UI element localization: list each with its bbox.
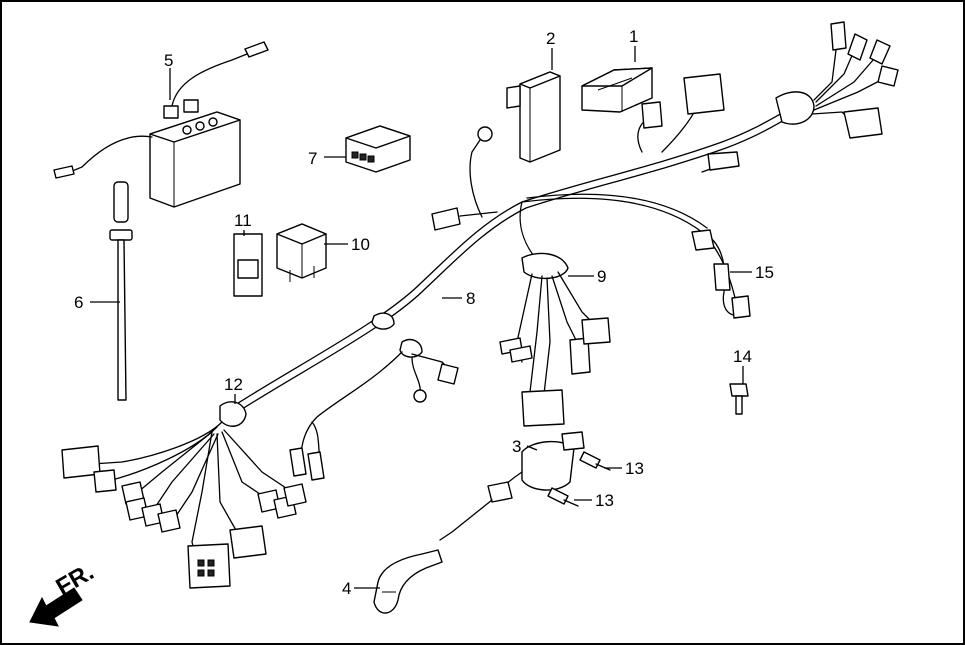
callout-11: 11 — [234, 211, 252, 230]
front-direction-marker: FR. — [29, 558, 99, 627]
callout-2: 2 — [546, 29, 555, 48]
relay — [276, 223, 327, 282]
callout-4: 4 — [342, 579, 351, 598]
callout-15: 15 — [755, 263, 774, 282]
callout-14: 14 — [733, 347, 752, 366]
callout-8: 8 — [466, 289, 475, 308]
callout-1: 1 — [629, 27, 638, 46]
front-label: FR. — [52, 558, 99, 601]
main-wire-harness — [61, 21, 899, 589]
callout-9: 9 — [597, 267, 606, 286]
callout-6: 6 — [74, 293, 83, 312]
flasher-holder — [581, 67, 653, 113]
spark-plug-cap — [373, 549, 443, 614]
bolt — [729, 383, 749, 415]
callout-12: 12 — [224, 375, 243, 394]
screws — [547, 451, 611, 507]
callout-13-lower: 13 — [595, 491, 614, 510]
ignition-coil — [439, 431, 585, 541]
callout-10: 10 — [351, 235, 370, 254]
leader-lines — [90, 46, 752, 589]
regulator-rectifier — [345, 125, 411, 173]
callout-13-upper: 13 — [625, 459, 644, 478]
wire-rod — [109, 181, 133, 401]
cdi-unit — [506, 71, 561, 163]
callout-5: 5 — [164, 51, 173, 70]
callout-7: 7 — [308, 149, 317, 168]
front-arrow-icon — [29, 587, 83, 627]
callout-labels: 1 2 3 4 5 6 7 8 9 10 11 12 13 13 14 15 — [74, 27, 774, 598]
fuse — [233, 233, 263, 297]
battery — [53, 41, 269, 208]
callout-3: 3 — [512, 437, 521, 456]
